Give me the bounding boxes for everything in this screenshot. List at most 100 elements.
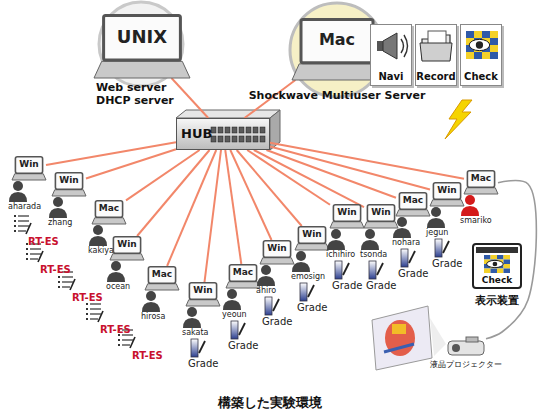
- person-body: [89, 236, 107, 246]
- node-title: Check: [474, 275, 520, 285]
- network-cable: [171, 78, 208, 118]
- figure-caption: 構築した実験環境: [0, 396, 540, 411]
- laptop-base: [186, 300, 220, 306]
- display-bezel: [476, 247, 518, 253]
- node-title: Win: [189, 282, 216, 299]
- network-hub: HUB: [176, 118, 270, 150]
- node-caption: aharada: [8, 202, 41, 211]
- node-caption: Shockwave Multiuser Server: [249, 90, 426, 103]
- network-cable: [46, 142, 176, 165]
- laptop-screen: [433, 183, 460, 199]
- laptop-screen: [189, 283, 216, 299]
- laptop-screen: [55, 173, 82, 189]
- eye-pupil: [476, 41, 483, 48]
- projected-image: [385, 320, 415, 356]
- person-body: [142, 302, 160, 312]
- node-title: Mac: [95, 200, 122, 217]
- node-title: Mac: [229, 264, 256, 281]
- grade-label: Grade: [366, 280, 397, 292]
- node-title: Win: [113, 236, 140, 253]
- person-body: [107, 272, 125, 282]
- client-laptop: Winichihiro: [330, 204, 364, 228]
- node-title: Mac: [399, 192, 426, 209]
- laptop-base: [145, 284, 179, 290]
- tool-label: RT-ES: [28, 236, 59, 248]
- check-cell: [474, 52, 482, 59]
- rtes-icon: [14, 215, 31, 234]
- node-caption: yeoun: [222, 310, 247, 319]
- check-cell: [491, 269, 498, 274]
- laptop-screen: [467, 171, 494, 187]
- node-title: HUB: [181, 127, 212, 142]
- lightning-bolt: [445, 100, 472, 139]
- node-title: Win: [55, 172, 82, 189]
- check-cell: [466, 31, 474, 38]
- laptop-screen: [229, 265, 256, 281]
- node-caption: zhang: [48, 218, 72, 227]
- check-icon: [484, 255, 510, 273]
- laptop-screen: [148, 267, 175, 283]
- laptop-base: [464, 188, 498, 194]
- node-title: Win: [298, 226, 325, 243]
- hub-port: [225, 127, 230, 133]
- grade-label: Grade: [332, 280, 363, 292]
- laptop-screen: [95, 201, 122, 217]
- check-cell: [482, 52, 490, 59]
- person-body: [223, 300, 241, 310]
- check-cell: [466, 52, 474, 59]
- hub-port: [246, 127, 251, 133]
- node-title: Win: [263, 240, 290, 257]
- node-caption: tsonda: [360, 250, 387, 259]
- client-laptop: Winsakata: [186, 282, 220, 306]
- hub-port: [253, 136, 258, 142]
- laptop-screen: [15, 157, 42, 173]
- person-head: [111, 261, 121, 271]
- person-silhouette: [326, 228, 346, 250]
- person-head: [431, 207, 441, 217]
- check-cell: [504, 264, 511, 269]
- person-body: [183, 318, 201, 328]
- grade-icon: [401, 249, 415, 267]
- person-body: [461, 206, 479, 216]
- grade-label: Grade: [432, 258, 463, 270]
- person-head: [465, 195, 475, 205]
- node-title: Navi: [371, 71, 411, 83]
- display-device: Check表示装置: [472, 243, 522, 289]
- node-title: Win: [15, 156, 42, 173]
- person-head: [187, 307, 197, 317]
- hub-port: [225, 136, 230, 142]
- check-cell: [504, 260, 511, 265]
- server-laptop: UNIXWeb server DHCP server: [94, 14, 190, 78]
- eye: [469, 39, 489, 50]
- network-cable: [270, 143, 464, 179]
- person-silhouette: [106, 260, 126, 282]
- person-body: [327, 240, 345, 250]
- folder-front: [420, 43, 452, 61]
- hub-port: [232, 136, 237, 142]
- network-cable: [254, 150, 364, 207]
- person-silhouette: [256, 264, 276, 286]
- projector-beam: [430, 318, 446, 356]
- node-caption: nohara: [392, 238, 420, 247]
- person-body: [361, 240, 379, 250]
- check-cell: [482, 31, 490, 38]
- grade-icon: [300, 283, 314, 301]
- person-head: [397, 217, 407, 227]
- person-head: [365, 229, 375, 239]
- node-title: Win: [333, 204, 360, 221]
- laptop-screen: [333, 205, 360, 221]
- person-head: [261, 265, 271, 275]
- person-head: [53, 197, 63, 207]
- laptop-screen: [367, 205, 394, 221]
- check-cell: [474, 31, 482, 38]
- client-laptop: Wintsonda: [364, 204, 398, 228]
- check-cell: [490, 38, 498, 45]
- person-silhouette: [360, 228, 380, 250]
- laptop-base: [94, 61, 190, 78]
- person-silhouette: [291, 250, 311, 272]
- person-body: [393, 228, 411, 238]
- node-caption: smariko: [460, 216, 492, 225]
- hub-port: [239, 127, 244, 133]
- node-caption: sakata: [182, 328, 209, 337]
